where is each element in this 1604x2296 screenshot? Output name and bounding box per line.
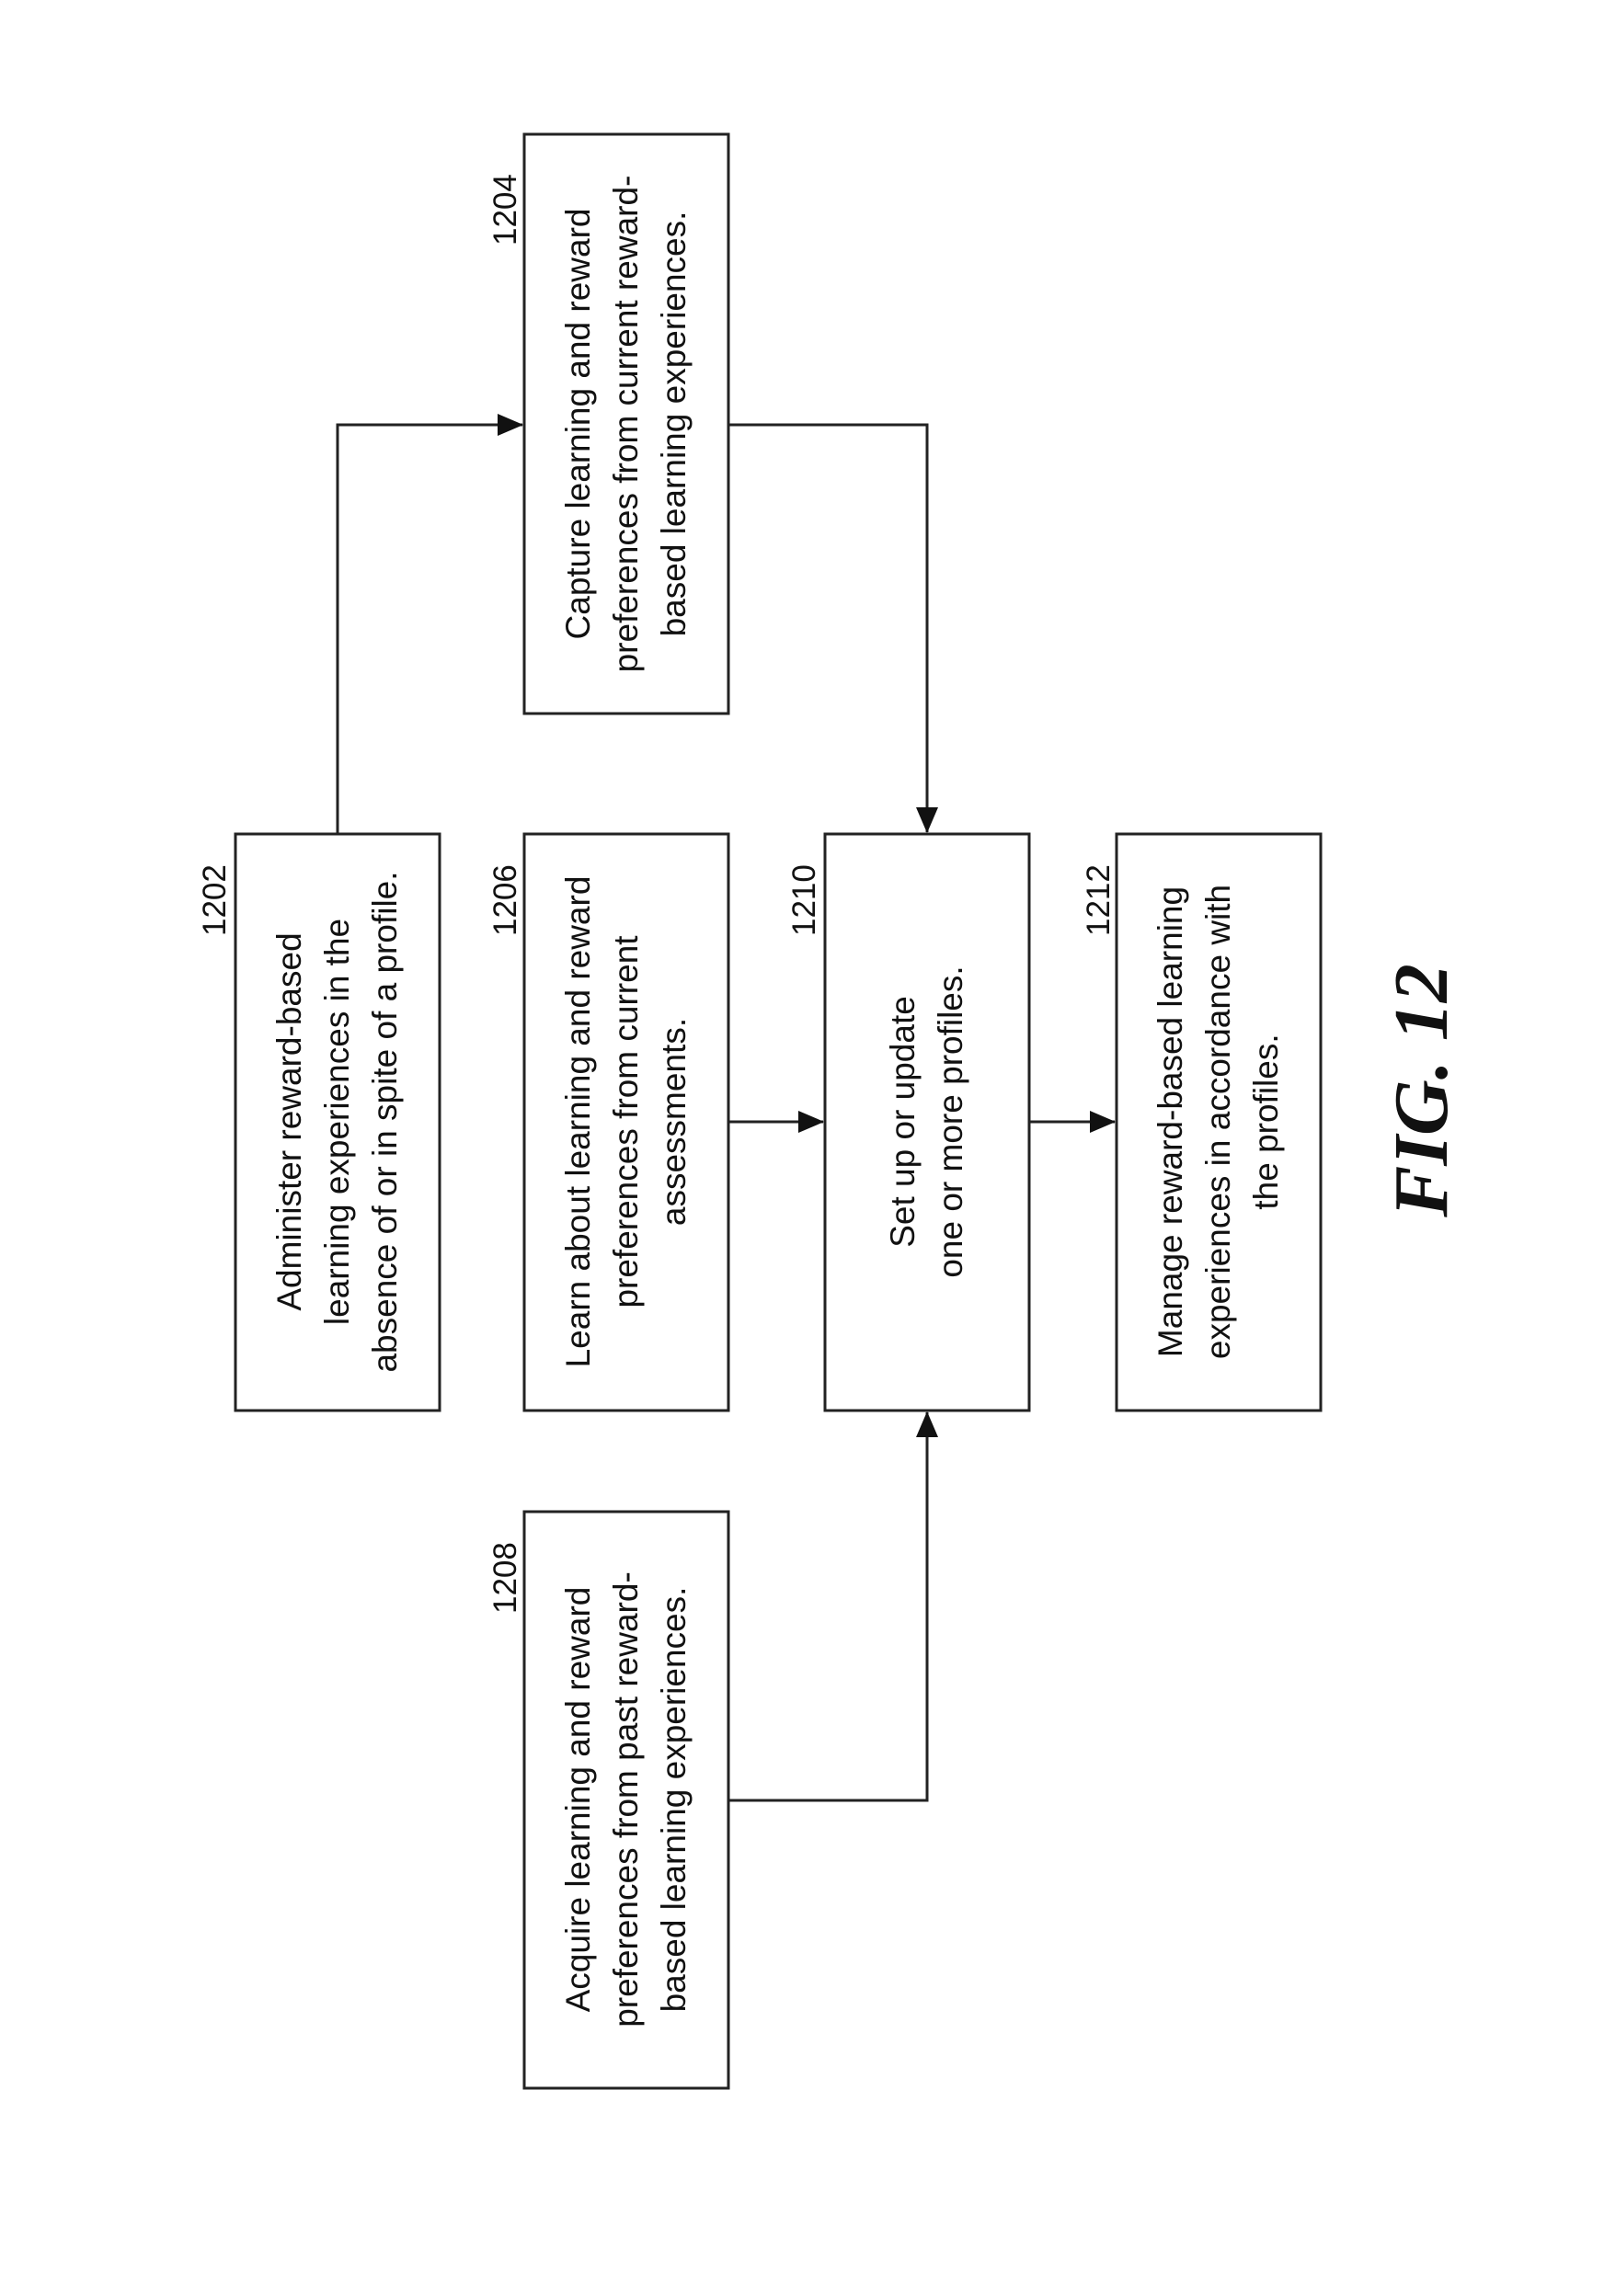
ref-1212: 1212 <box>1081 864 1117 936</box>
box-1206-line-3: assessments. <box>655 1018 693 1226</box>
connector-1204-to-1210 <box>728 425 927 832</box>
box-1210 <box>825 834 1029 1411</box>
box-1202-text: Administer reward-based learning experie… <box>270 871 404 1372</box>
box-1202-line-1: Administer reward-based <box>270 932 308 1310</box>
ref-1210-label: 1210 <box>786 864 822 936</box>
box-1202-line-3: absence of or in spite of a profile. <box>366 871 404 1372</box>
box-1212-line-1: Manage reward-based learning <box>1151 886 1189 1357</box>
ref-1208-label: 1208 <box>487 1542 523 1614</box>
ref-1202: 1202 <box>197 864 233 936</box>
box-1204-text: Capture learning and reward preferences … <box>559 176 693 673</box>
figure-label: FIG. 12 <box>1379 964 1464 1217</box>
box-1210-line-1: Set up or update <box>884 996 922 1248</box>
box-1204-line-2: preferences from current reward- <box>607 176 645 673</box>
box-1204-line-1: Capture learning and reward <box>559 209 597 640</box>
ref-1202-label: 1202 <box>197 864 233 936</box>
ref-1210: 1210 <box>786 864 822 936</box>
figure-label-text: FIG. 12 <box>1379 964 1464 1217</box>
box-1204-line-3: based learning experiences. <box>655 211 693 637</box>
box-1212-line-3: the profiles. <box>1247 1034 1285 1209</box>
ref-1204: 1204 <box>487 174 523 246</box>
box-1208-line-2: preferences from past reward- <box>607 1571 645 2028</box>
connector-1208-to-1210 <box>728 1412 927 1800</box>
ref-1206-label: 1206 <box>487 864 523 936</box>
ref-1212-label: 1212 <box>1081 864 1117 936</box>
ref-1204-label: 1204 <box>487 174 523 246</box>
connector-1202-to-1204 <box>338 425 522 834</box>
box-1202-line-2: learning experiences in the <box>318 919 356 1325</box>
ref-1208: 1208 <box>487 1542 523 1614</box>
box-1208-line-3: based learning experiences. <box>655 1587 693 2013</box>
ref-1206: 1206 <box>487 864 523 936</box>
box-1206-line-2: preferences from current <box>607 935 645 1308</box>
box-1208-line-1: Acquire learning and reward <box>559 1587 597 2013</box>
box-1206-line-1: Learn about learning and reward <box>559 876 597 1368</box>
box-1208-text: Acquire learning and reward preferences … <box>559 1571 693 2028</box>
box-1210-line-2: one or more profiles. <box>932 965 969 1277</box>
box-1212-line-2: experiences in accordance with <box>1199 885 1237 1359</box>
